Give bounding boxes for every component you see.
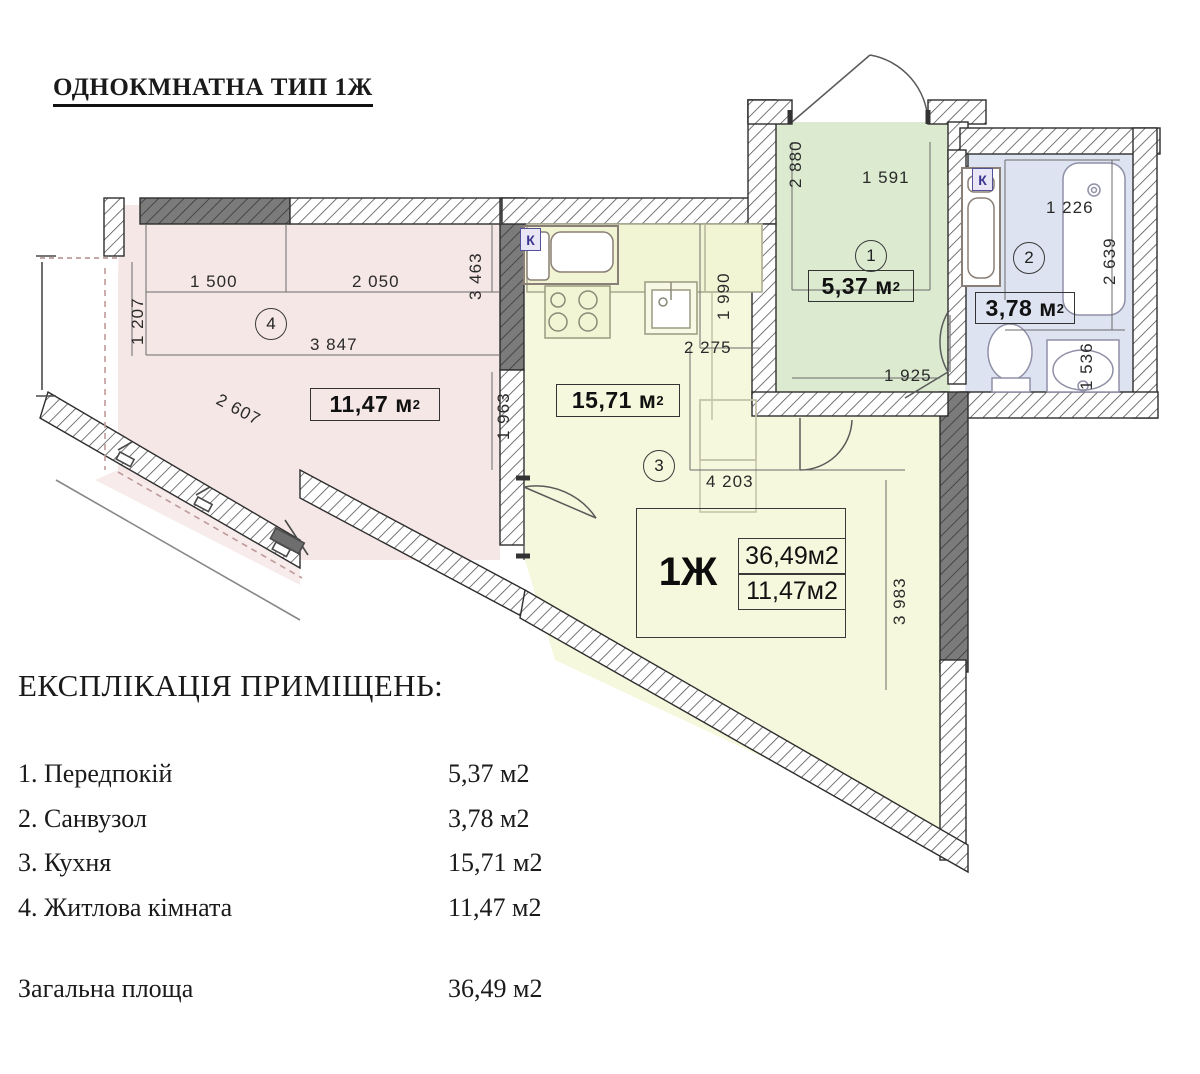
dimension-2639: 2 639 bbox=[1100, 237, 1119, 285]
room-area-bathroom-value: 3,78 м bbox=[985, 294, 1057, 321]
room-area-living-room-value: 11,47 м bbox=[329, 391, 413, 417]
dimension-1591: 1 591 bbox=[862, 168, 910, 187]
dimension-1536: 1 536 bbox=[1077, 342, 1096, 390]
room-number-3: 3 bbox=[643, 450, 675, 482]
dimension-lines bbox=[131, 142, 1125, 690]
bathroom-fixtures bbox=[961, 162, 1126, 393]
legend-row-1: 1. Передпокій 5,37 м2 bbox=[18, 752, 618, 797]
riser-marker-icon-bathroom: К bbox=[972, 168, 993, 191]
room-number-2: 2 bbox=[1013, 242, 1045, 274]
door-swings bbox=[516, 54, 951, 560]
legend-label-2: 2. Санвузол bbox=[18, 803, 147, 833]
legend-area-3: 15,71 м2 bbox=[448, 848, 543, 878]
legend-total-label: Загальна площа bbox=[18, 973, 194, 1003]
riser-marker-icon-kitchen: К bbox=[520, 228, 541, 251]
dimension-1963: 1 963 bbox=[494, 392, 513, 440]
legend-heading: ЕКСПЛІКАЦІЯ ПРИМІЩЕНЬ: bbox=[18, 668, 444, 703]
kitchen-fixtures bbox=[523, 223, 763, 513]
legend-area-4: 11,47 м2 bbox=[448, 893, 542, 923]
dimension-1207: 1 207 bbox=[128, 297, 147, 345]
room-area-kitchen-value: 15,71 м bbox=[571, 387, 657, 413]
legend-row-total: Загальна площа 36,49 м2 bbox=[18, 967, 618, 1012]
legend-row-3: 3. Кухня 15,71 м2 bbox=[18, 841, 618, 886]
room-area-hall-unit: 2 bbox=[892, 278, 901, 294]
dimension-2050: 2 050 bbox=[352, 272, 400, 291]
stamp-living-area: 11,47м2 bbox=[738, 573, 846, 610]
dimension-1925: 1 925 bbox=[884, 366, 932, 385]
legend-label-3: 3. Кухня bbox=[18, 848, 112, 878]
dimension-2275: 2 275 bbox=[684, 338, 732, 357]
room-fill-kitchen bbox=[525, 218, 940, 840]
legend-label-1: 1. Передпокій bbox=[18, 759, 173, 788]
dimension-1990: 1 990 bbox=[714, 272, 733, 320]
dimension-1226: 1 226 bbox=[1046, 198, 1094, 217]
stamp-total-area: 36,49м2 bbox=[738, 538, 846, 575]
explication-legend: ЕКСПЛІКАЦІЯ ПРИМІЩЕНЬ: 1. Передпокій 5,3… bbox=[18, 668, 618, 1012]
room-area-living-room-unit: 2 bbox=[412, 397, 421, 412]
dimension-1500: 1 500 bbox=[190, 272, 238, 291]
legend-row-2: 2. Санвузол 3,78 м2 bbox=[18, 797, 618, 842]
room-fill-living-room bbox=[95, 205, 500, 585]
legend-total-area: 36,49 м2 bbox=[448, 973, 543, 1003]
legend-area-1: 5,37 м2 bbox=[448, 759, 530, 788]
dimension-2880: 2 880 bbox=[786, 140, 805, 188]
room-number-4: 4 bbox=[255, 308, 287, 340]
dimension-3463: 3 463 bbox=[466, 252, 485, 300]
legend-area-2: 3,78 м2 bbox=[448, 803, 530, 833]
legend-row-4: 4. Житлова кімната 11,47 м2 bbox=[18, 886, 618, 931]
dimension-3983: 3 983 bbox=[890, 577, 909, 625]
balcony-glazing bbox=[36, 255, 309, 621]
dimension-4203: 4 203 bbox=[706, 472, 754, 491]
legend-label-4: 4. Житлова кімната bbox=[18, 893, 233, 923]
room-area-bathroom-unit: 2 bbox=[1056, 300, 1065, 316]
dimension-3847: 3 847 bbox=[310, 335, 358, 354]
room-number-1: 1 bbox=[855, 240, 887, 272]
apartment-type-label: 1Ж bbox=[658, 549, 718, 594]
page-title: ОДНОКМНАТНА ТИП 1Ж bbox=[53, 74, 373, 107]
room-area-kitchen-unit: 2 bbox=[656, 393, 665, 408]
room-area-hall-value: 5,37 м bbox=[821, 272, 893, 299]
